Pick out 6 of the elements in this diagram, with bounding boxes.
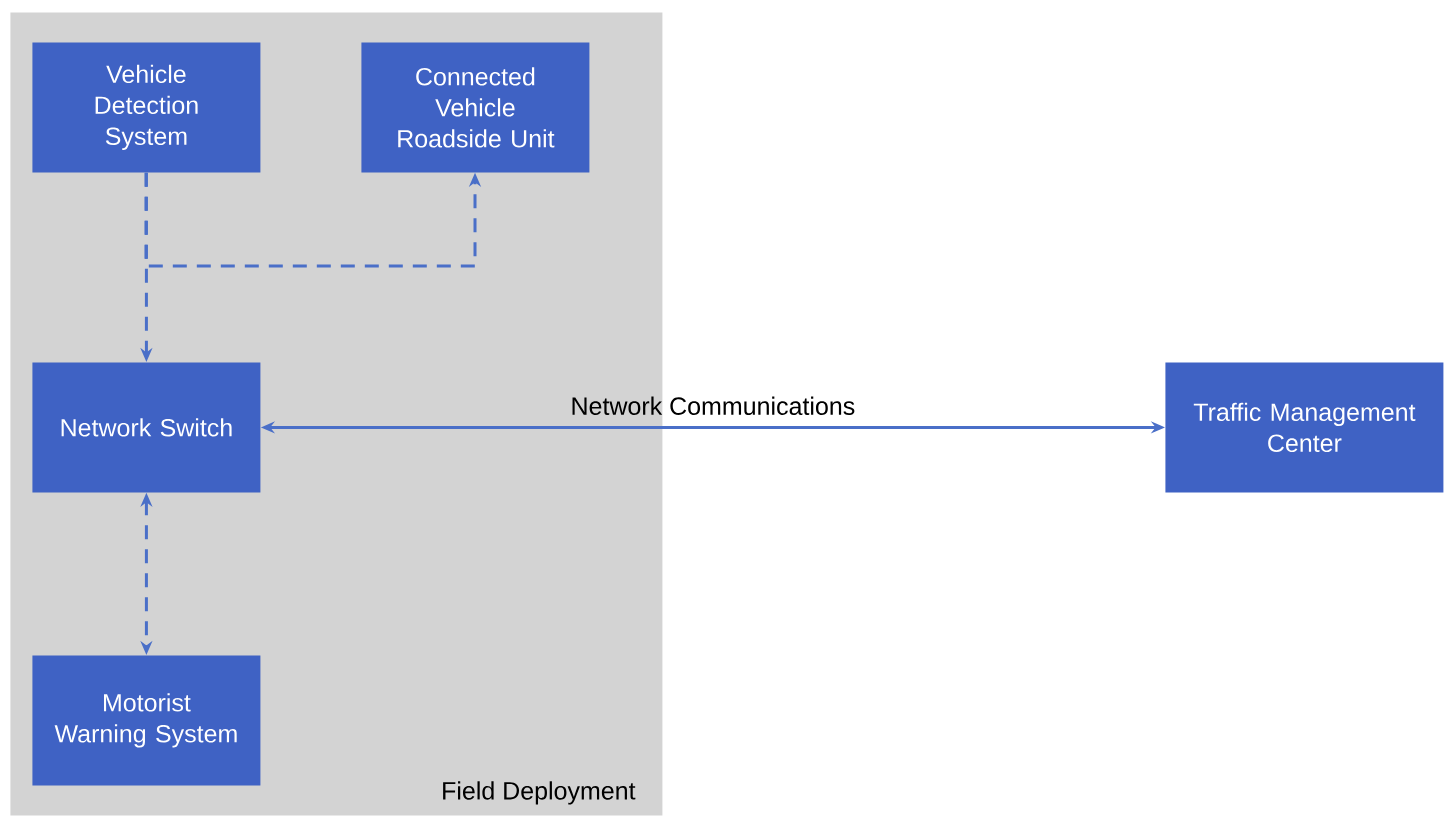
process-box: Vehicle Detection System — [32, 42, 261, 173]
process-box: Network Switch — [32, 362, 261, 493]
process-box: Motorist Warning System — [32, 655, 261, 786]
process-box: Traffic Management Center — [1165, 362, 1444, 493]
process-box: Connected Vehicle Roadside Unit — [361, 42, 590, 173]
edge-label: Network Communications — [572, 396, 855, 415]
